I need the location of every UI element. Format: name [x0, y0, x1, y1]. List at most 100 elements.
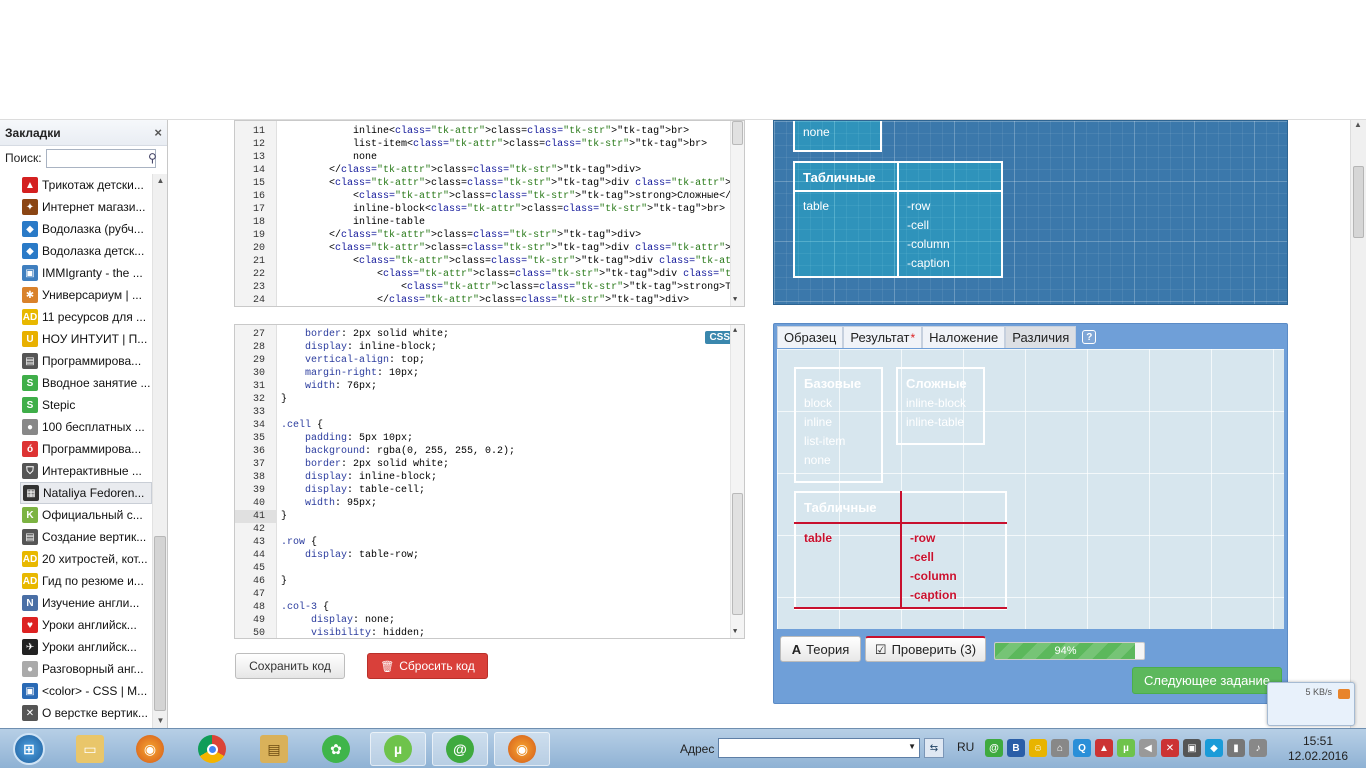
taskbar-firefox-active[interactable]: ◉: [494, 732, 550, 766]
line-number: 43: [252, 537, 265, 548]
taskbar-explorer[interactable]: ▭: [62, 732, 118, 766]
network-tray-icon[interactable]: ⌂: [1051, 739, 1069, 757]
bookmark-item[interactable]: ♥Уроки английск...: [20, 614, 152, 636]
bookmark-item[interactable]: ⛉Интерактивные ...: [20, 460, 152, 482]
line-number: 18: [252, 217, 265, 228]
line-number: 36: [252, 446, 265, 457]
bookmark-item[interactable]: ▤Создание вертик...: [20, 526, 152, 548]
taskbar-chrome[interactable]: [184, 732, 240, 766]
scroll-down-icon[interactable]: ▼: [733, 296, 738, 304]
search-input[interactable]: [45, 148, 156, 168]
taskbar-firefox[interactable]: ◉: [122, 732, 178, 766]
bookmark-item[interactable]: ◆Водолазка (рубч...: [20, 218, 152, 240]
scroll-up-icon[interactable]: ▲: [1354, 120, 1362, 129]
bookmark-item[interactable]: ✦Интернет магази...: [20, 196, 152, 218]
page-scrollbar[interactable]: ▲: [1350, 120, 1366, 728]
bookmark-item[interactable]: ◆Водолазка детск...: [20, 240, 152, 262]
line-number: 15: [252, 178, 265, 189]
scroll-down-icon[interactable]: ▼: [733, 628, 738, 636]
bookmark-item[interactable]: ●Разговорный анг...: [20, 658, 152, 680]
bookmark-item[interactable]: ✈Уроки английск...: [20, 636, 152, 658]
bookmark-item[interactable]: ✱Универсариум | ...: [20, 284, 152, 306]
bookmark-item[interactable]: ▣IMMIgranty - the ...: [20, 262, 152, 284]
clock[interactable]: 15:51 12.02.2016: [1282, 734, 1354, 764]
preview-table-items: -row -cell -column -caption: [897, 190, 1003, 278]
bookmark-item[interactable]: ▦Nataliya Fedoren...: [20, 482, 152, 504]
scrollbar-thumb[interactable]: [732, 493, 743, 615]
tab-result[interactable]: Результат*: [843, 326, 923, 348]
editor-scrollbar[interactable]: ▼: [730, 121, 744, 306]
bookmark-item[interactable]: ✕О верстке вертик...: [20, 702, 152, 724]
flag-tray-icon[interactable]: ✕: [1161, 739, 1179, 757]
scrollbar-thumb[interactable]: [732, 121, 743, 145]
q-tray-icon[interactable]: Q: [1073, 739, 1091, 757]
save-code-button[interactable]: Сохранить код: [235, 653, 345, 679]
network-monitor-widget[interactable]: 5 KB/s: [1267, 682, 1355, 726]
taskbar-icq[interactable]: ✿: [308, 732, 364, 766]
close-icon[interactable]: ×: [154, 125, 162, 140]
scrollbar-thumb[interactable]: [1353, 166, 1364, 238]
shield-tray-icon[interactable]: ◆: [1205, 739, 1223, 757]
scrollbar-thumb[interactable]: [154, 536, 166, 711]
bookmark-label: Официальный с...: [42, 508, 143, 522]
line-number: 19: [252, 230, 265, 241]
next-task-button[interactable]: Следующее задание: [1132, 667, 1282, 694]
line-number: 29: [252, 355, 265, 366]
utorrent-tray-icon[interactable]: µ: [1117, 739, 1135, 757]
help-icon[interactable]: ?: [1082, 330, 1097, 344]
start-button[interactable]: ⊞: [4, 732, 54, 766]
code-line: visibility: hidden;: [311, 628, 426, 639]
bookmark-item[interactable]: ▣<color> - CSS | M...: [20, 680, 152, 702]
language-indicator[interactable]: RU: [957, 740, 975, 754]
tab-overlay[interactable]: Наложение: [922, 326, 1006, 348]
mail-agent-tray-icon[interactable]: @: [985, 739, 1003, 757]
taskbar-notepad[interactable]: ▤: [246, 732, 302, 766]
scroll-down-icon[interactable]: ▼: [156, 716, 165, 725]
clock-date: 12.02.2016: [1287, 749, 1349, 763]
bookmark-item[interactable]: ●100 бесплатных ...: [20, 416, 152, 438]
speaker-tray-icon[interactable]: ♪: [1249, 739, 1267, 757]
device-tray-icon[interactable]: ▣: [1183, 739, 1201, 757]
volume-tray-icon[interactable]: ◀: [1139, 739, 1157, 757]
check-button[interactable]: ☑ Проверить (3): [865, 636, 986, 662]
bookmark-item[interactable]: ▤Программирова...: [20, 350, 152, 372]
search-icon[interactable]: ⚲: [148, 151, 157, 165]
vk-tray-icon[interactable]: B: [1007, 739, 1025, 757]
tab-diff[interactable]: Различия: [1005, 326, 1077, 348]
apple-icon: ó: [22, 441, 38, 457]
taskbar-utorrent[interactable]: µ: [370, 732, 426, 766]
dropdown-arrow-icon[interactable]: ▼: [908, 742, 916, 751]
go-button[interactable]: ⇆: [924, 738, 944, 758]
address-label: Адрес: [680, 742, 715, 756]
scroll-up-icon[interactable]: ▲: [733, 327, 738, 335]
theory-button[interactable]: A Теория: [780, 636, 861, 662]
address-input[interactable]: ▼: [718, 738, 920, 758]
tab-sample[interactable]: Образец: [777, 326, 844, 348]
emoji-tray-icon[interactable]: ☺: [1029, 739, 1047, 757]
line-number: 41: [235, 510, 277, 523]
arrow-down-icon: [1338, 689, 1350, 699]
reset-code-button[interactable]: 🗑 Сбросить код: [367, 653, 488, 679]
scroll-up-icon[interactable]: ▲: [156, 176, 165, 185]
code-line: </class="tk-attr">class=class="tk-str">"…: [281, 230, 642, 241]
bookmark-label: Разговорный анг...: [42, 662, 144, 676]
signal-tray-icon[interactable]: ▮: [1227, 739, 1245, 757]
editor-scrollbar[interactable]: ▲ ▼: [730, 325, 744, 638]
taskbar-mail-agent[interactable]: @: [432, 732, 488, 766]
bookmark-item[interactable]: ▲Трикотаж детски...: [20, 174, 152, 196]
line-number: 22: [252, 269, 265, 280]
system-tray: @ B ☺ ⌂ Q ▲ µ ◀ ✕ ▣ ◆ ▮ ♪: [985, 739, 1267, 757]
sidebar-scrollbar[interactable]: ▲ ▼: [152, 174, 167, 728]
app-tray-icon[interactable]: ▲: [1095, 739, 1113, 757]
